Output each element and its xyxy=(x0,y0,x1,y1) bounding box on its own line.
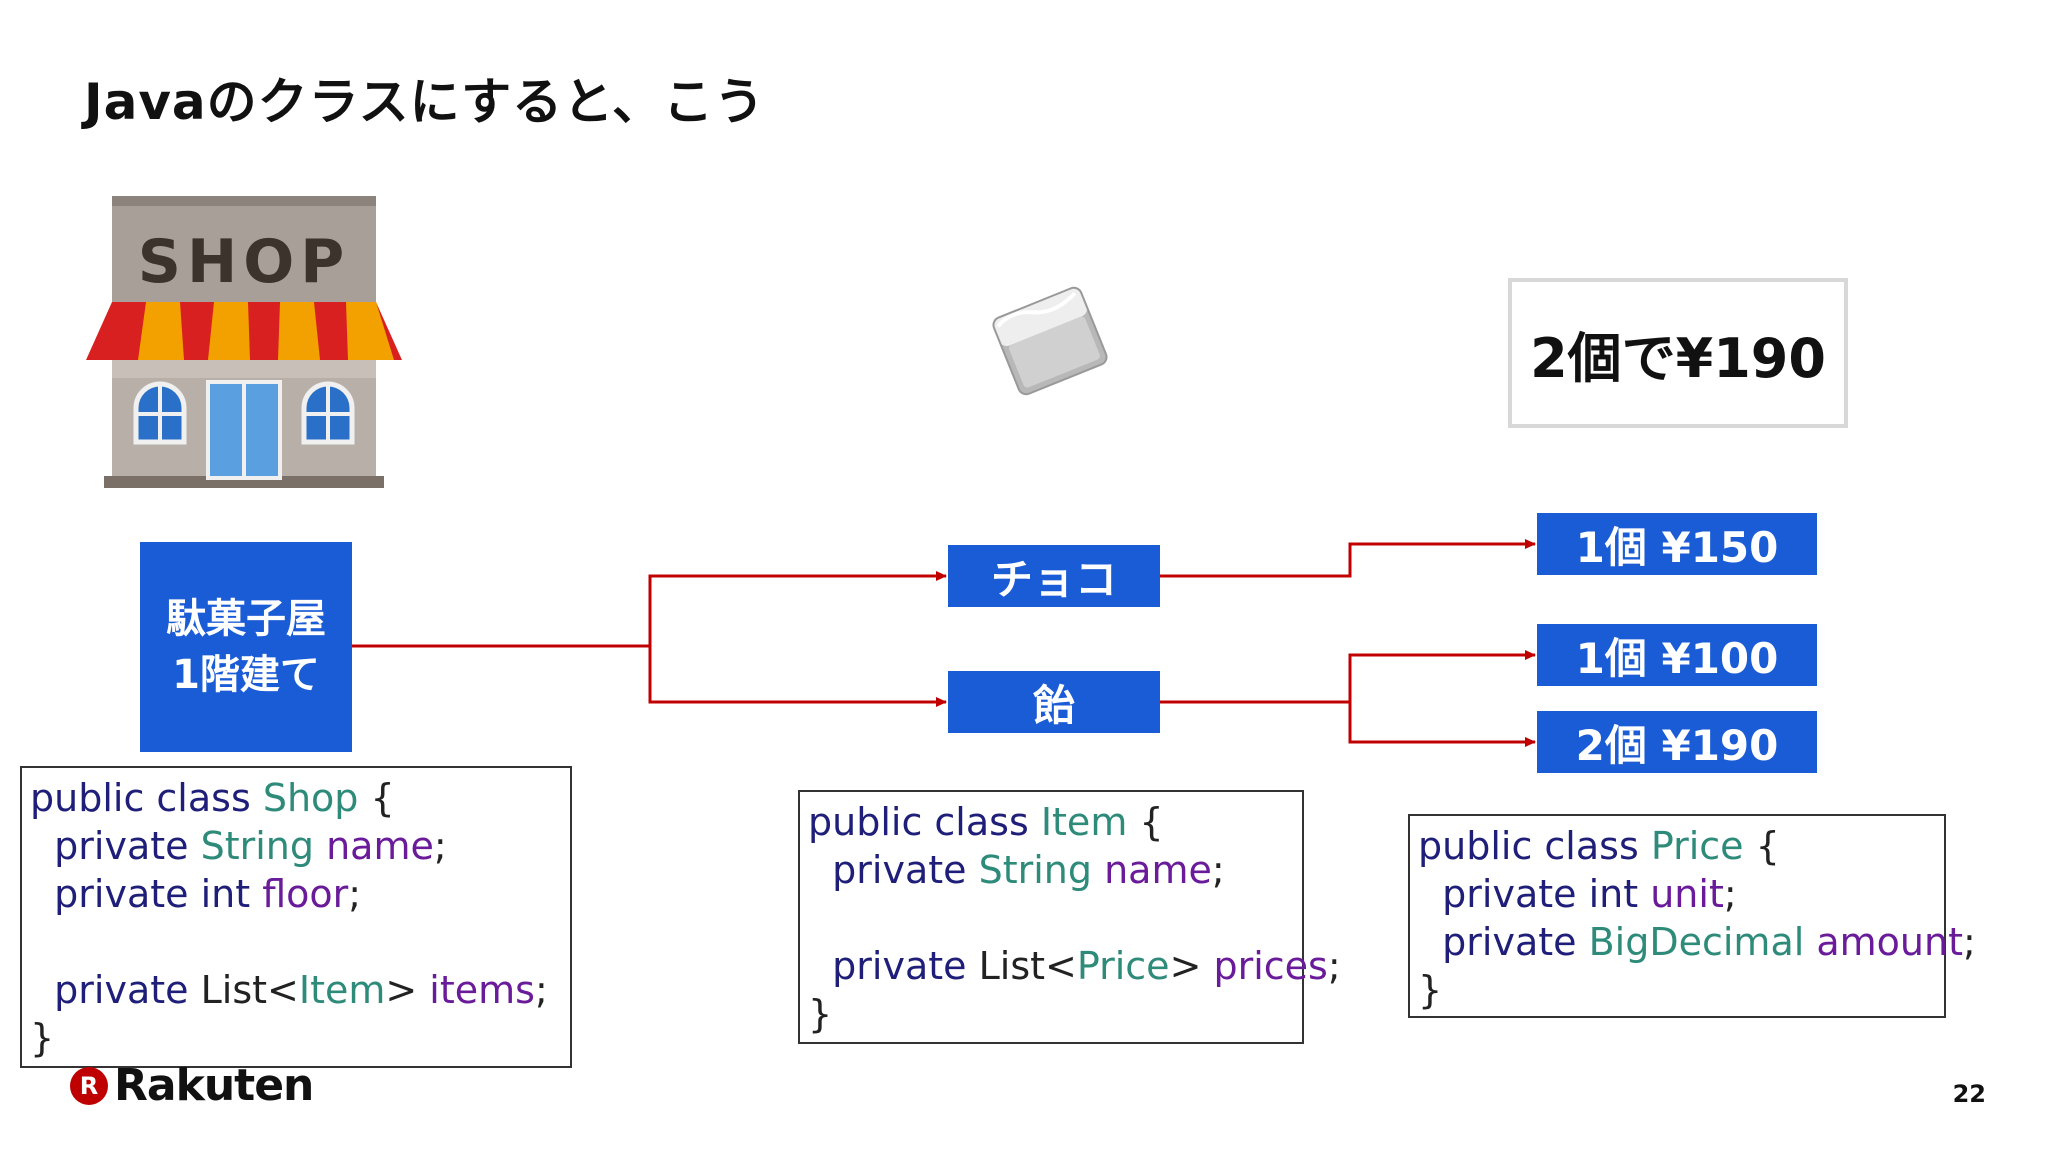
code-block-shop: public class Shop { private String name;… xyxy=(20,766,572,1068)
item-node-choco: チョコ xyxy=(948,545,1160,607)
rakuten-logo-text: Rakuten xyxy=(114,1060,314,1111)
shop-sign-text: SHOP xyxy=(138,227,350,297)
candy-wrapper-illustration xyxy=(992,286,1108,396)
shop-node-line2: 1階建て xyxy=(172,652,320,698)
page-number: 22 xyxy=(1952,1080,1986,1108)
connector-choco-150 xyxy=(1160,539,1536,578)
shop-node-line1: 駄菓子屋 xyxy=(166,596,326,642)
connector-shop-choco xyxy=(352,571,947,648)
shop-illustration: SHOP xyxy=(86,196,402,488)
callout-box: 2個で¥190 xyxy=(1508,278,1848,428)
shop-node: 駄菓子屋 1階建て xyxy=(140,542,352,752)
connector-candy-190 xyxy=(1348,702,1536,747)
item-node-candy: 飴 xyxy=(948,671,1160,733)
code-block-price: public class Price { private int unit; p… xyxy=(1408,814,1976,1018)
connector-shop-candy xyxy=(648,646,947,707)
rakuten-logo: R Rakuten xyxy=(70,1060,314,1111)
code-block-item: public class Item { private String name;… xyxy=(798,790,1341,1044)
price-node-190: 2個 ¥190 xyxy=(1537,711,1817,773)
slide-title: Javaのクラスにすると、こう xyxy=(84,73,766,131)
price-node-150: 1個 ¥150 xyxy=(1537,513,1817,575)
connector-candy-100 xyxy=(1160,650,1536,704)
rakuten-logo-icon: R xyxy=(70,1066,108,1105)
price-node-100: 1個 ¥100 xyxy=(1537,624,1817,686)
